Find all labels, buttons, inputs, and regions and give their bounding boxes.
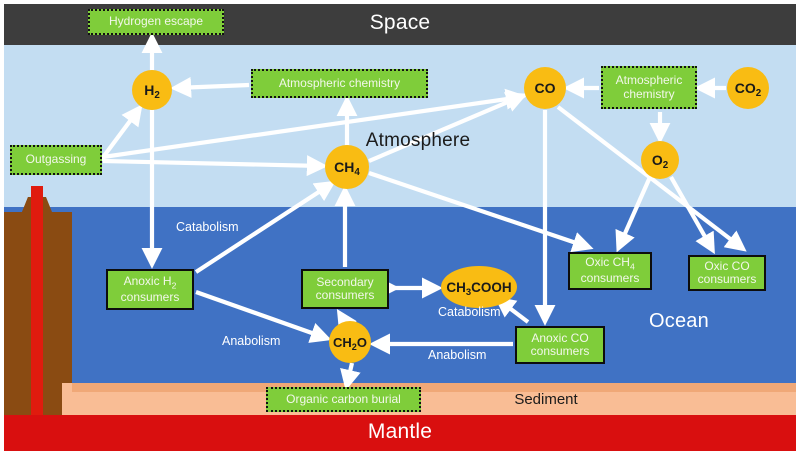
node-ch4-label: CH4 bbox=[334, 159, 360, 178]
process-box-atmospheric-chemistry-left[interactable]: Atmospheric chemistry bbox=[251, 69, 428, 98]
arrow-atmchem-to-h2 bbox=[170, 76, 250, 98]
arrow-outgassing-to-co bbox=[102, 88, 527, 160]
organism-box-anoxic-h2-consumers[interactable]: Anoxic H2 consumers bbox=[106, 269, 194, 310]
arrow-ch2o-to-secondary bbox=[336, 309, 357, 333]
node-ch2o-label: CH2O bbox=[333, 334, 367, 352]
organism-box-oxic-ch4-consumers-line2: consumers bbox=[580, 271, 640, 286]
arrow-ch4-to-co bbox=[368, 92, 528, 163]
organism-box-anoxic-h2-consumers-line1: Anoxic H2 bbox=[123, 273, 177, 291]
organism-box-oxic-ch4-consumers[interactable]: Oxic CH4 consumers bbox=[568, 252, 652, 290]
node-o2[interactable]: O2 bbox=[641, 141, 679, 179]
organism-box-oxic-co-consumers[interactable]: Oxic CO consumers bbox=[688, 255, 766, 291]
node-co[interactable]: CO bbox=[524, 67, 566, 109]
magma-conduit bbox=[31, 186, 43, 415]
process-box-hydrogen-escape-label: Hydrogen escape bbox=[108, 14, 204, 29]
arrow-outgassing-to-ch4 bbox=[102, 155, 328, 177]
process-box-atmospheric-chemistry-right[interactable]: Atmospheric chemistry bbox=[601, 66, 697, 109]
arrow-o2-to-oxic-co bbox=[669, 175, 715, 255]
node-co2[interactable]: CO2 bbox=[727, 67, 769, 109]
node-ch2o[interactable]: CH2O bbox=[329, 321, 371, 363]
process-box-outgassing[interactable]: Outgassing bbox=[10, 145, 102, 175]
node-ch4[interactable]: CH4 bbox=[325, 145, 369, 189]
arrow-anoxic-h2-to-ch4 bbox=[194, 180, 336, 274]
node-ch3cooh-label: CH3COOH bbox=[446, 279, 512, 298]
arrow-outgassing-to-h2 bbox=[99, 104, 143, 162]
process-box-hydrogen-escape[interactable]: Hydrogen escape bbox=[88, 9, 224, 35]
arrow-anoxic-co-to-acetate bbox=[494, 296, 530, 324]
organism-box-oxic-co-consumers-line1: Oxic CO bbox=[704, 258, 750, 273]
organism-box-secondary-consumers[interactable]: Secondary consumers bbox=[301, 269, 389, 309]
arrow-anoxic-h2-to-ch2o bbox=[195, 290, 332, 343]
process-box-organic-carbon-burial[interactable]: Organic carbon burial bbox=[266, 387, 421, 412]
process-box-atmospheric-chemistry-left-label: Atmospheric chemistry bbox=[278, 75, 401, 90]
organism-box-oxic-ch4-consumers-line1: Oxic CH4 bbox=[585, 255, 635, 272]
process-box-organic-carbon-burial-label: Organic carbon burial bbox=[286, 391, 401, 406]
arrow-ch2o-to-burial bbox=[340, 362, 361, 391]
organism-box-secondary-consumers-line2: consumers bbox=[315, 288, 375, 302]
organism-box-anoxic-h2-consumers-line2: consumers bbox=[120, 289, 180, 304]
organism-box-anoxic-co-consumers[interactable]: Anoxic CO consumers bbox=[515, 326, 605, 364]
process-box-atmospheric-chemistry-right-label: Atmospheric chemistry bbox=[615, 73, 683, 101]
node-ch3cooh[interactable]: CH3COOH bbox=[441, 266, 517, 308]
node-o2-label: O2 bbox=[651, 152, 669, 171]
node-co-label: CO bbox=[534, 80, 556, 96]
organism-box-anoxic-co-consumers-line1: Anoxic CO bbox=[531, 330, 589, 345]
arrow-layer bbox=[99, 32, 747, 391]
node-h2[interactable]: H2 bbox=[132, 70, 172, 110]
volcano-peak-left bbox=[22, 197, 31, 212]
arrow-ch4-to-oxic-ch4 bbox=[368, 171, 594, 253]
organism-box-oxic-co-consumers-line2: consumers bbox=[697, 272, 757, 286]
organism-box-anoxic-co-consumers-line2: consumers bbox=[530, 344, 590, 358]
node-h2-label: H2 bbox=[144, 82, 160, 101]
process-box-outgassing-label: Outgassing bbox=[25, 152, 87, 167]
mantle-band bbox=[4, 415, 796, 451]
sediment-sliver bbox=[62, 383, 72, 415]
node-co2-label: CO2 bbox=[734, 80, 762, 99]
arrow-o2-to-oxic-ch4 bbox=[615, 176, 652, 253]
organism-box-secondary-consumers-line1: Secondary bbox=[316, 274, 374, 289]
arrow-co-to-oxic-co bbox=[556, 105, 747, 252]
